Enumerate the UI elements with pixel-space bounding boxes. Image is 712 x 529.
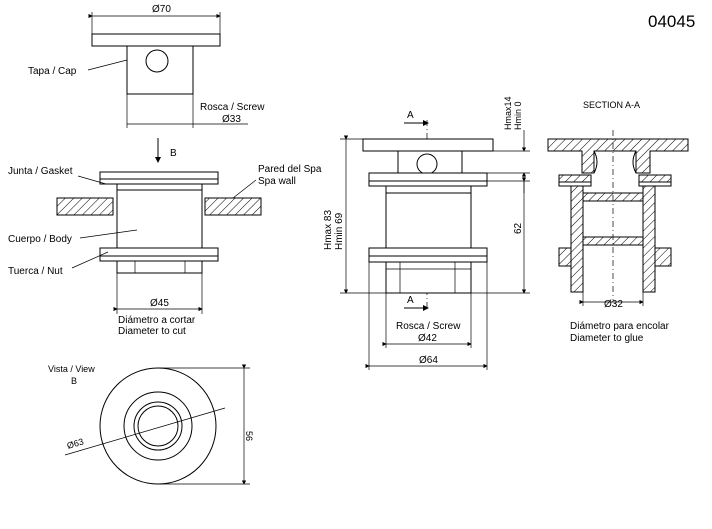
section-gasket-right	[638, 181, 672, 187]
product-code: 04045	[648, 12, 695, 31]
label-spa-wall-es: Pared del Spa	[258, 164, 322, 175]
front-bottom	[385, 261, 472, 294]
front-body	[385, 192, 472, 249]
label-glue-en: Diameter to glue	[570, 333, 644, 344]
front-nut-ring	[368, 255, 488, 263]
label-gasket: Junta / Gasket	[8, 166, 73, 177]
cap-hole	[145, 49, 169, 73]
side-gasket	[99, 178, 219, 185]
view-b-ring	[123, 391, 193, 461]
front-ring	[385, 185, 472, 194]
dim-screw-top: Ø33	[222, 114, 241, 125]
section-cap	[547, 138, 689, 174]
dim-42: Ø42	[418, 333, 437, 344]
label-body: Cuerpo / Body	[8, 234, 72, 245]
top-view: Ø70 Tapa / Cap Rosca / Screw Ø33	[28, 4, 265, 128]
front-view: A Hmax14 Hmin 0 62 Hmax 83 Hmin 69 A	[323, 96, 530, 370]
side-bottom-part	[116, 260, 203, 274]
label-cut-es: Diámetro a cortar	[118, 315, 196, 326]
front-cap-plate	[362, 138, 494, 152]
dim-32: Ø32	[604, 299, 623, 310]
hmax83-label: Hmax 83	[323, 210, 334, 250]
dim-cut: Ø45	[150, 298, 169, 309]
dim-view-b-outer: Ø63	[66, 436, 85, 451]
hmin0-label: Hmin 0	[513, 101, 523, 130]
label-spa-wall-en: Spa wall	[258, 176, 296, 187]
hmax14-label: Hmax14	[503, 96, 513, 130]
spa-wall-left	[56, 197, 114, 216]
side-top-ring	[116, 183, 203, 191]
section-aa-title: SECTION A-A	[583, 100, 640, 110]
front-flange	[368, 172, 488, 182]
label-screw-top: Rosca / Screw	[200, 102, 265, 113]
section-gasket-left	[558, 181, 592, 187]
view-b-inner-circle	[133, 401, 183, 451]
view-b-letter: B	[71, 376, 77, 386]
section-wall-right	[642, 185, 656, 293]
dim-view-b-height: 56	[244, 431, 254, 441]
view-b-title: Vista / View	[48, 364, 95, 374]
dim-cap-diameter: Ø70	[152, 4, 171, 15]
cap-plate	[91, 33, 221, 47]
view-b-outer-circle	[99, 367, 217, 485]
side-flange	[99, 171, 219, 180]
section-a-bottom: A	[407, 295, 414, 306]
side-nut	[99, 247, 219, 257]
label-screw-front: Rosca / Screw	[396, 321, 461, 332]
section-wall-left	[570, 185, 584, 293]
hmin69-label: Hmin 69	[334, 212, 345, 250]
section-flange-left	[558, 174, 592, 183]
side-nut-ring	[99, 255, 219, 262]
view-b: Vista / View B Ø63 56	[48, 364, 254, 485]
section-aa: SECTION A-A Ø32 Diámetro para encolar Di…	[547, 100, 689, 344]
dim-64: Ø64	[419, 355, 438, 366]
side-body	[116, 189, 203, 249]
dim-62: 62	[513, 222, 524, 234]
section-a-top: A	[407, 110, 414, 121]
side-view: B Junta / Gasket Pared del Spa Spa wall …	[8, 138, 322, 337]
label-cap: Tapa / Cap	[28, 66, 77, 77]
front-nut	[368, 247, 488, 257]
section-flange-right	[638, 174, 672, 183]
label-nut: Tuerca / Nut	[8, 266, 63, 277]
section-nut-left	[558, 247, 572, 267]
label-glue-es: Diámetro para encolar	[570, 321, 670, 332]
spa-wall-right	[204, 197, 262, 216]
front-gasket	[368, 180, 488, 187]
front-cap-hole	[416, 153, 438, 175]
section-nut-right	[654, 247, 672, 267]
arrow-b-label: B	[170, 148, 177, 159]
label-cut-en: Diameter to cut	[118, 326, 186, 337]
